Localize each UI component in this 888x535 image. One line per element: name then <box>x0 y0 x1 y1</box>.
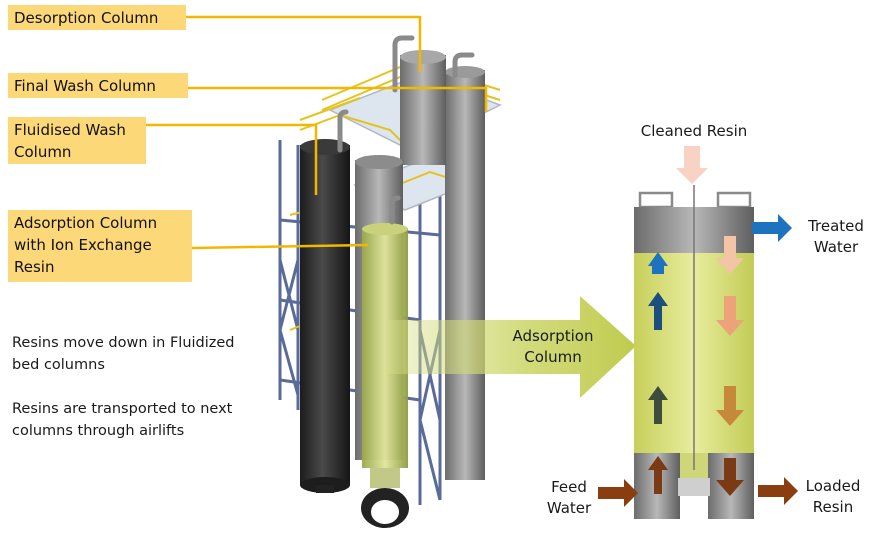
adsorption-arrow-label: Adsorption Column <box>512 327 594 366</box>
label-cleaned-resin: Cleaned Resin <box>640 122 748 140</box>
label-adsorption-column-ix: Adsorption Column with Ion Exchange Resi… <box>8 210 192 282</box>
label-final-wash-column: Final Wash Column <box>8 73 188 98</box>
note-resins-transported: Resins are transported to next columns t… <box>12 401 233 439</box>
up-arrow-1-stem <box>652 266 664 274</box>
resin-flow-down-arrows <box>716 236 744 496</box>
down-arrow-4 <box>716 458 744 496</box>
resin-flow-up-arrows <box>648 252 668 494</box>
up-arrow-4 <box>648 456 668 494</box>
up-arrow-1 <box>648 252 668 274</box>
label-feed-water: Feed Water <box>546 478 592 517</box>
note-resins-move-down: Resins move down in Fluidized bed column… <box>12 335 235 373</box>
plant-illustration <box>278 35 502 528</box>
down-arrow-1 <box>716 236 744 274</box>
loaded-resin-arrow <box>758 477 798 505</box>
leader-lines <box>146 15 488 250</box>
adsorption-big-arrow <box>388 296 636 398</box>
cleaned-resin-arrow <box>676 146 708 184</box>
treated-water-arrow <box>752 214 792 242</box>
label-desorption-column: Desorption Column <box>8 5 186 30</box>
up-arrow-2 <box>648 292 668 330</box>
label-treated-water: Treated Water <box>808 217 864 256</box>
label-loaded-resin: Loaded Resin <box>805 477 861 516</box>
down-arrow-2 <box>716 296 744 336</box>
label-fluidised-wash-column: Fluidised Wash Column <box>8 117 146 164</box>
down-arrow-3 <box>716 386 744 426</box>
feed-water-arrow <box>598 479 638 507</box>
up-arrow-3 <box>648 386 668 424</box>
